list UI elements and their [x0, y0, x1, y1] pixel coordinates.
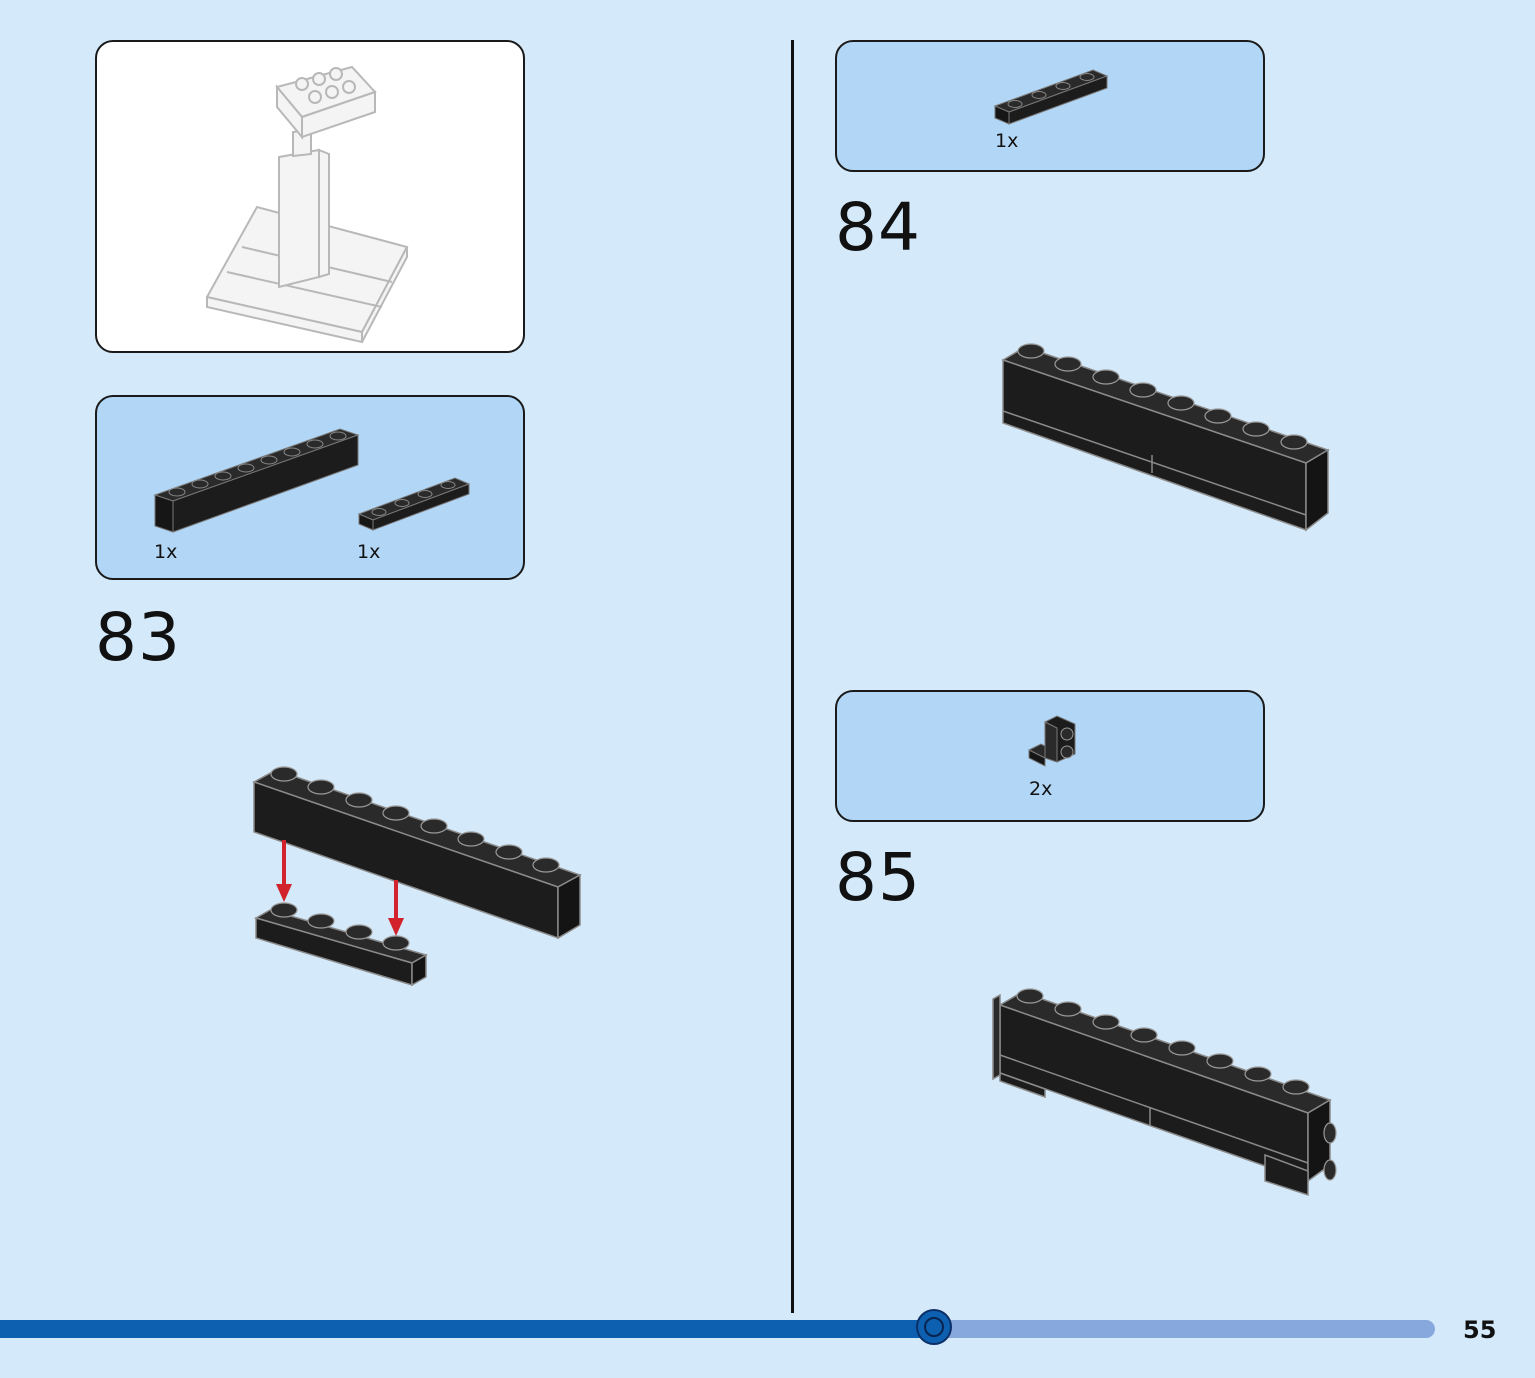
page-number: 55 [1463, 1316, 1497, 1344]
part-qty-label: 1x [154, 541, 178, 563]
bracket-icon [1027, 715, 1076, 767]
model-preview-panel [95, 40, 525, 353]
progress-knob [916, 1309, 952, 1345]
step-number: 85 [835, 839, 921, 916]
placement-arrow [388, 880, 404, 936]
step-84-assembly-illustration [1001, 343, 1330, 532]
step-83-parts-panel: 1x 1x [95, 395, 525, 580]
plate-1x4-icon [993, 69, 1109, 125]
part-qty-label: 2x [1029, 778, 1053, 800]
step-85-parts-panel: 2x [835, 690, 1265, 822]
page-divider [791, 40, 794, 1313]
part-qty-label: 1x [357, 541, 381, 563]
part-qty-label: 1x [995, 130, 1019, 152]
step-number: 83 [95, 599, 181, 676]
brick-1x8-icon [153, 428, 360, 533]
step-84-parts-panel: 1x [835, 40, 1265, 172]
step-85-assembly-illustration [992, 988, 1337, 1197]
step-83-assembly-illustration [252, 766, 582, 987]
plate-1x4-icon [357, 477, 471, 531]
placement-arrow [276, 840, 292, 902]
progress-fill [0, 1320, 935, 1338]
completed-model-preview-icon [205, 65, 409, 344]
step-number: 84 [835, 189, 921, 266]
